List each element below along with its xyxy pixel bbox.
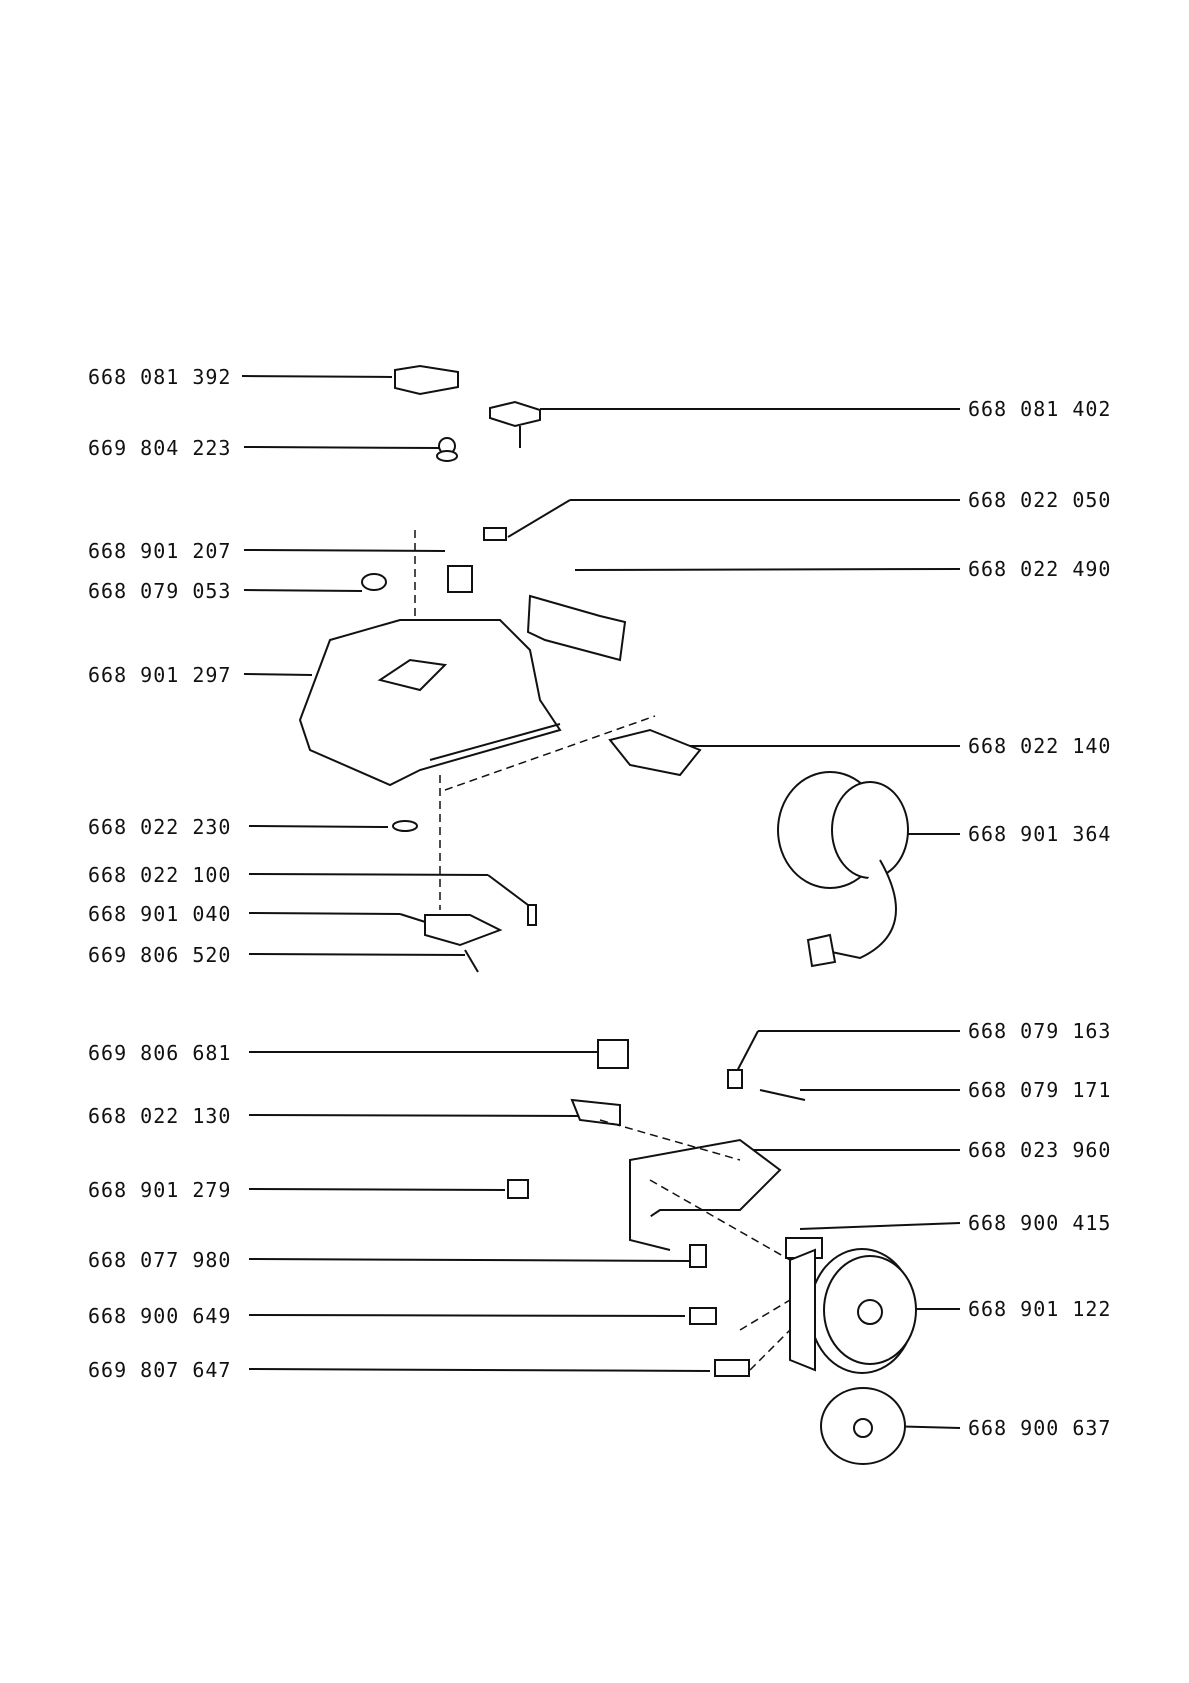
switch-part [447, 565, 473, 593]
leader-line [248, 825, 389, 828]
part-number-label: 668 900 415 [968, 1211, 1112, 1235]
leader-line [507, 499, 571, 538]
leader-line [248, 953, 466, 956]
part-number-label: 668 901 279 [88, 1178, 232, 1202]
leader-line [248, 1258, 691, 1262]
part-number-label: 668 022 050 [968, 488, 1112, 512]
capacitor [507, 1179, 529, 1199]
leader-line [734, 1030, 759, 1076]
leader-line [241, 375, 393, 378]
plug [806, 933, 837, 968]
part-number-label: 668 901 364 [968, 822, 1112, 846]
leader-line [248, 1114, 581, 1117]
part-number-label: 669 804 223 [88, 436, 232, 460]
part-number-label: 668 079 163 [968, 1019, 1112, 1043]
housing-part [298, 619, 562, 787]
leader-line [799, 1222, 961, 1230]
part-number-label: 668 900 649 [88, 1304, 232, 1328]
leader-line [248, 1188, 506, 1191]
leader-line [248, 912, 401, 915]
part-number-label: 668 023 960 [968, 1138, 1112, 1162]
part-number-label: 668 022 100 [88, 863, 232, 887]
mounting-plate [629, 1138, 782, 1232]
leader-line [248, 1368, 711, 1372]
clip-part [489, 400, 541, 428]
suppressor [714, 1359, 750, 1377]
leader-line [487, 874, 529, 906]
part-number-label: 668 022 490 [968, 557, 1112, 581]
part-number-label: 668 077 980 [88, 1248, 232, 1272]
leader-line [574, 568, 961, 571]
leader-line [243, 549, 446, 552]
washer [392, 820, 418, 832]
control-board [608, 728, 702, 777]
part-number-label: 668 900 637 [968, 1416, 1112, 1440]
clip-part [394, 364, 459, 396]
part-number-label: 668 901 297 [88, 663, 232, 687]
part-number-label: 668 022 140 [968, 734, 1112, 758]
plug-connector [689, 1307, 717, 1325]
leader-line [248, 1314, 686, 1317]
connector [597, 1039, 629, 1069]
small-tab [483, 527, 507, 541]
part-number-label: 668 901 207 [88, 539, 232, 563]
part-number-label: 668 022 230 [88, 815, 232, 839]
spring [464, 949, 479, 973]
round-button [361, 573, 387, 591]
part-number-label: 668 081 392 [88, 365, 232, 389]
part-number-label: 669 806 520 [88, 943, 232, 967]
switch-lever [570, 1098, 621, 1127]
part-number-label: 668 081 402 [968, 397, 1112, 421]
terminal [689, 1244, 707, 1268]
leader-line [243, 673, 313, 676]
bracket [424, 914, 503, 947]
leader-line [248, 873, 489, 876]
leader-line [243, 446, 441, 449]
part-number-label: 669 806 681 [88, 1041, 232, 1065]
part-number-label: 668 022 130 [88, 1104, 232, 1128]
circuit-board [526, 594, 627, 662]
part-number-label: 669 807 647 [88, 1358, 232, 1382]
leader-line [243, 589, 363, 592]
part-number-label: 668 901 040 [88, 902, 232, 926]
part-number-label: 668 079 053 [88, 579, 232, 603]
part-number-label: 668 901 122 [968, 1297, 1112, 1321]
part-number-label: 668 079 171 [968, 1078, 1112, 1102]
